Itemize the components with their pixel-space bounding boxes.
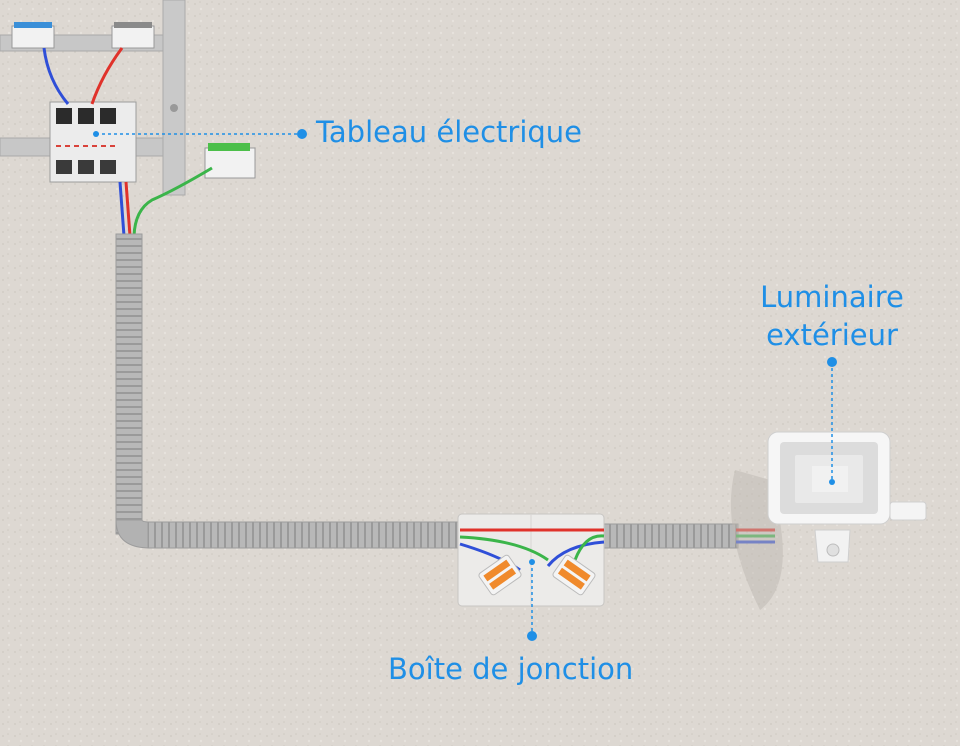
fixture-label-line1: Luminaire: [760, 280, 904, 314]
fixture-label: Luminaire extérieur: [748, 278, 916, 354]
panel-label: Tableau électrique: [316, 115, 583, 149]
neutral-wire-top: [42, 47, 70, 105]
earth-wire-panel: [132, 166, 213, 237]
junction-anchor-dot: [529, 559, 535, 565]
panel-anchor-dot: [93, 131, 99, 137]
conduit: [115, 233, 739, 549]
fixture-label-dot: [827, 357, 837, 367]
panel-label-dot: [297, 129, 307, 139]
electrical-panel-icon: [0, 0, 256, 196]
neutral-wire-panel: [118, 181, 126, 237]
phase-wire-panel: [124, 181, 132, 237]
outdoor-floodlight-icon: [730, 431, 927, 610]
junction-label: Boîte de jonction: [388, 652, 634, 686]
junction-label-dot: [527, 631, 537, 641]
phase-wire-top: [90, 47, 124, 105]
fixture-label-line2: extérieur: [766, 318, 898, 352]
fixture-anchor-dot: [829, 479, 835, 485]
